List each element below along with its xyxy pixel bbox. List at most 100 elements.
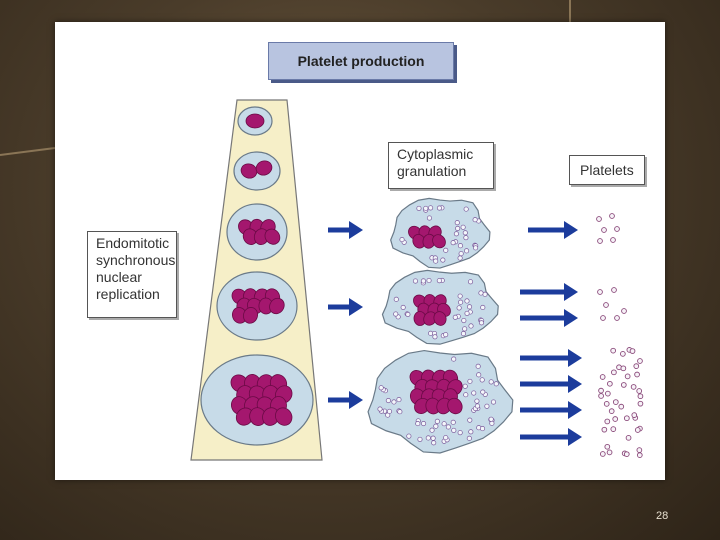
platelet xyxy=(598,239,603,244)
platelet xyxy=(611,238,616,243)
granule xyxy=(397,397,401,401)
granule xyxy=(454,232,458,236)
granule xyxy=(481,305,485,309)
granule xyxy=(468,418,472,422)
platelet xyxy=(632,413,637,418)
platelet xyxy=(630,349,635,354)
platelet xyxy=(601,316,606,321)
granule xyxy=(386,398,390,402)
platelet xyxy=(620,351,625,356)
granule xyxy=(417,206,421,210)
granule xyxy=(465,311,469,315)
platelet xyxy=(611,370,616,375)
label-platelets: Platelets xyxy=(569,155,645,185)
granule xyxy=(465,299,469,303)
arrow-platelets-3-2-head xyxy=(568,401,582,419)
arrow-platelets-3-3-head xyxy=(568,428,582,446)
platelet xyxy=(607,450,612,455)
granule xyxy=(464,235,468,239)
granule xyxy=(442,422,446,426)
granule xyxy=(489,380,493,384)
granule xyxy=(481,390,485,394)
granule xyxy=(401,305,405,309)
arrow-platelets-3-1-head xyxy=(568,375,582,393)
granule xyxy=(458,244,462,248)
arrow-stage-3-head xyxy=(349,221,363,239)
platelet xyxy=(619,404,624,409)
granule xyxy=(379,386,383,390)
granule xyxy=(457,306,461,310)
granule xyxy=(427,278,431,282)
platelet xyxy=(637,448,642,453)
platelet xyxy=(611,348,616,353)
platelet xyxy=(634,364,639,369)
granule xyxy=(387,409,391,413)
granule xyxy=(468,379,472,383)
platelet xyxy=(604,303,609,308)
granule xyxy=(451,357,455,361)
page-number: 28 xyxy=(656,510,668,522)
granule xyxy=(446,425,450,429)
granule xyxy=(451,420,455,424)
arrow-platelets-2-0-head xyxy=(564,283,578,301)
granule xyxy=(433,335,437,339)
granule xyxy=(394,312,398,316)
granule xyxy=(421,421,425,425)
granule xyxy=(467,436,471,440)
granule xyxy=(464,207,468,211)
granule xyxy=(451,240,455,244)
platelet xyxy=(599,394,604,399)
granule xyxy=(479,321,483,325)
granule xyxy=(443,332,447,336)
platelet xyxy=(607,381,612,386)
platelet xyxy=(613,417,618,422)
granule xyxy=(480,426,484,430)
granule xyxy=(406,312,410,316)
granule xyxy=(455,226,459,230)
granule xyxy=(424,206,428,210)
granule xyxy=(476,364,480,368)
platelet xyxy=(612,288,617,293)
granule xyxy=(462,327,466,331)
platelet xyxy=(624,416,629,421)
granule xyxy=(413,279,417,283)
granule xyxy=(455,220,459,224)
granule xyxy=(464,249,468,253)
granule xyxy=(392,400,396,404)
platelet xyxy=(615,316,620,321)
granule xyxy=(472,391,476,395)
platelet xyxy=(605,391,610,396)
arrow-platelets-2-1-head xyxy=(564,309,578,327)
granule xyxy=(475,399,479,403)
arrow-stage-5-head xyxy=(349,391,363,409)
granule xyxy=(458,294,462,298)
platelet xyxy=(613,400,618,405)
granule xyxy=(398,410,402,414)
platelet xyxy=(638,359,643,364)
label-line: Cytoplasmic xyxy=(397,146,493,163)
granule xyxy=(453,315,457,319)
platelet xyxy=(621,366,626,371)
label-line: replication xyxy=(96,286,176,303)
platelet xyxy=(599,388,604,393)
granule xyxy=(400,237,404,241)
granule xyxy=(427,216,431,220)
granule xyxy=(485,404,489,408)
granule xyxy=(431,436,435,440)
granule xyxy=(418,437,422,441)
granule xyxy=(444,435,448,439)
granule xyxy=(463,231,467,235)
granule xyxy=(461,331,465,335)
granule xyxy=(473,246,477,250)
granule xyxy=(462,318,466,322)
granule xyxy=(476,373,480,377)
granule xyxy=(467,305,471,309)
granule xyxy=(452,428,456,432)
label-endomitotic-replication: Endomitotic synchronous nuclear replicat… xyxy=(87,231,177,318)
granule xyxy=(416,421,420,425)
granule xyxy=(475,404,479,408)
granule xyxy=(431,441,435,445)
granule xyxy=(491,400,495,404)
label-line: granulation xyxy=(397,163,493,180)
granule xyxy=(421,279,425,283)
